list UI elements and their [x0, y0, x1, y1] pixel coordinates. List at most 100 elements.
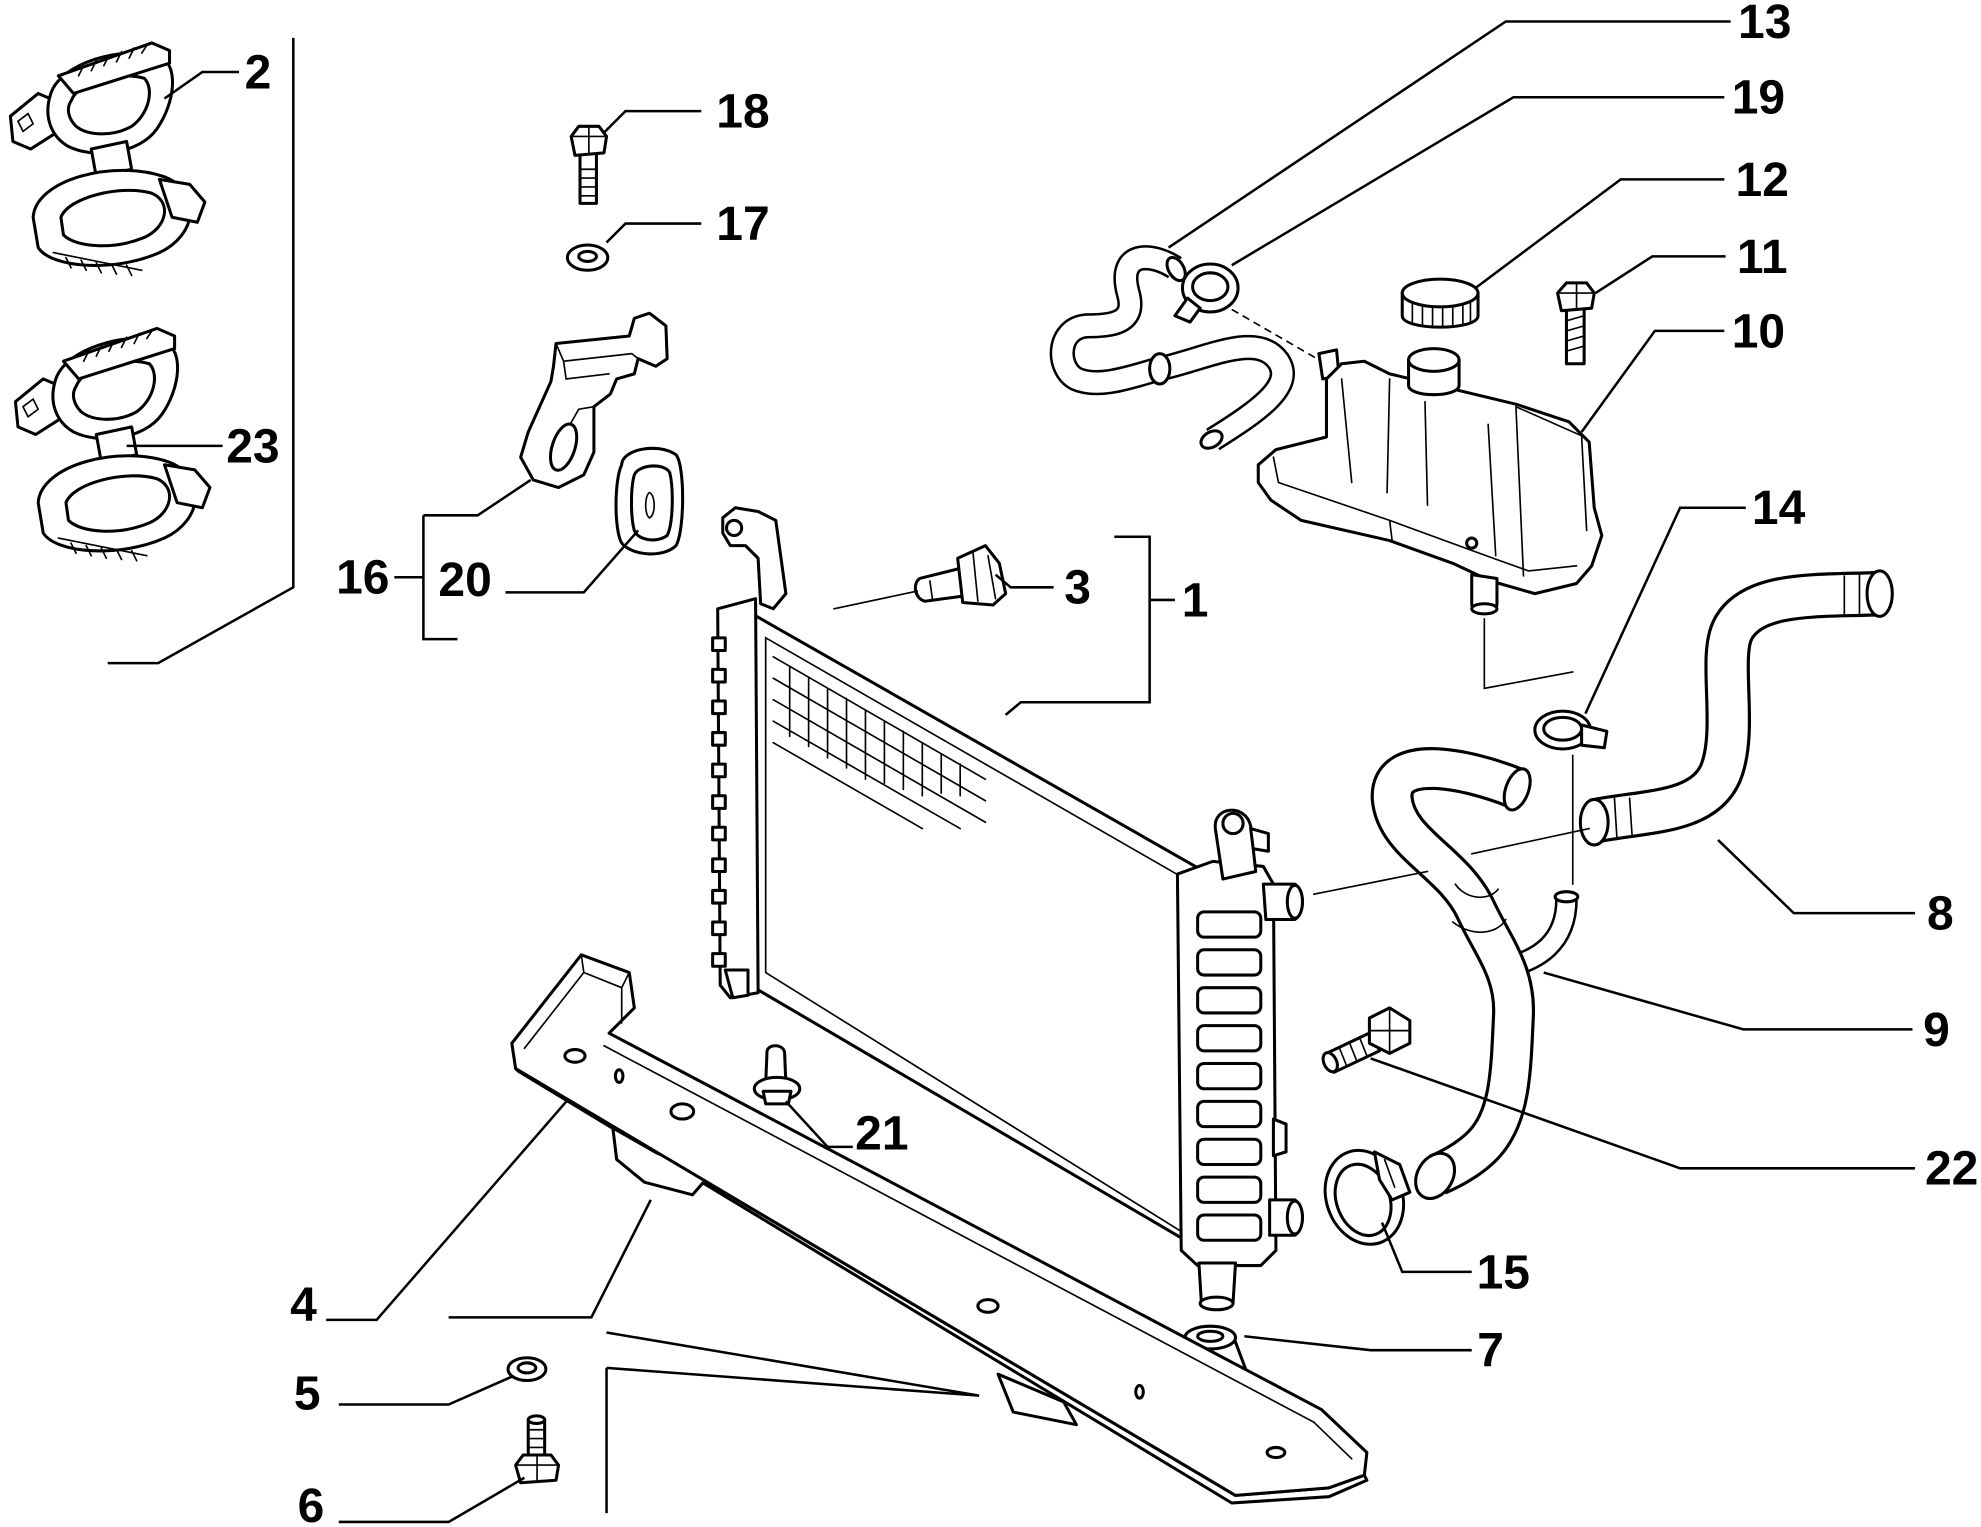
radiator-fin-grid [772, 655, 987, 830]
leader-11 [1594, 255, 1726, 295]
grommet-inner [629, 464, 674, 542]
bleeder-screw [913, 544, 1008, 607]
clip-lower-teeth [57, 537, 148, 562]
clamp-opening [1542, 715, 1584, 742]
callout-11: 11 [1737, 231, 1788, 284]
hose-clamp-middle [1533, 709, 1609, 751]
cap-ridges [1411, 302, 1472, 328]
tank-mount-hole [1465, 536, 1479, 550]
leader-18 [603, 109, 702, 134]
radiator-right-tank-ribs [1196, 910, 1263, 1242]
callout-23: 23 [226, 420, 279, 473]
hose-end-right [1865, 569, 1894, 618]
assembly-line [1483, 618, 1574, 690]
callout-15: 15 [1477, 1246, 1530, 1299]
hose-end-lower [1414, 1151, 1457, 1200]
bracket-slot [548, 422, 579, 472]
leader-14 [1584, 506, 1746, 715]
callout-13: 13 [1738, 0, 1791, 49]
callout-8: 8 [1927, 888, 1954, 941]
clip-teeth [82, 330, 153, 363]
callout-2: 2 [245, 46, 272, 99]
washer-upper [565, 243, 610, 272]
bleeder-body [956, 544, 1008, 607]
lower-crossmember [510, 953, 1369, 1505]
hose-fill [1052, 247, 1293, 449]
bleed-hose [1049, 245, 1295, 451]
lower-radiator-hose [1370, 747, 1580, 1200]
bolt-head-edge [514, 1454, 560, 1483]
callout-16: 16 [336, 552, 389, 605]
hose-clamp-upper [1173, 262, 1240, 324]
leader-22 [1370, 1057, 1916, 1170]
hose-fill [1373, 750, 1532, 1192]
crossmember-slot [1134, 1384, 1145, 1400]
leader-9 [1543, 971, 1913, 1031]
tank-rib [1196, 910, 1263, 939]
leader-10 [1580, 329, 1725, 433]
leader-16 [394, 478, 532, 641]
radiator-left-pin-hole [725, 518, 744, 538]
radiator-lower-outlet-end [1285, 1199, 1304, 1236]
washer-lower [506, 1356, 548, 1383]
tank-rib [1196, 1175, 1263, 1204]
hose-molded-joint [1451, 883, 1507, 934]
tank-rib [1196, 1099, 1263, 1129]
hose-branch-end [1553, 890, 1580, 904]
leader-20 [505, 529, 640, 594]
clip-teeth [77, 44, 148, 77]
bracket-bolt [569, 124, 609, 205]
crossmember-edges [523, 954, 1353, 1460]
cap-top [1400, 277, 1480, 309]
bolt-tip [526, 1414, 547, 1425]
clip-upper-band [56, 41, 172, 95]
crossmember-body [510, 953, 1369, 1497]
crossmember-bolt [514, 1414, 561, 1485]
bleeder-nozzle [913, 566, 965, 603]
radiator-left-foot [723, 968, 750, 1000]
radiator-bracket [519, 311, 669, 490]
callout-labels: 1 2 3 4 5 6 7 8 9 10 11 12 13 14 15 16 1… [226, 0, 1978, 1527]
clip-tab-detail [21, 397, 40, 419]
callout-14: 14 [1752, 482, 1806, 535]
radiator-bottom-pin-end [1198, 1295, 1235, 1312]
clip-tab-right [157, 177, 207, 224]
upper-radiator-hose [1578, 569, 1894, 847]
assembly-lines [833, 308, 1590, 896]
tank-rib [1196, 948, 1263, 977]
callout-6: 6 [298, 1480, 325, 1527]
expansion-tank-cap [1400, 277, 1480, 329]
leader-6 [338, 1476, 526, 1524]
leader-3 [994, 573, 1054, 589]
tank-screw [1556, 281, 1596, 366]
tank-rib [1196, 1137, 1263, 1167]
leader-1 [1004, 535, 1175, 716]
tank-outlet-end [1470, 602, 1499, 616]
tank-rib [1196, 1024, 1263, 1053]
callout-12: 12 [1736, 154, 1789, 207]
radiator [711, 506, 1304, 1312]
leader-5 [338, 1375, 513, 1406]
hose-end-left [1578, 797, 1610, 847]
callout-18: 18 [716, 86, 769, 139]
clip-upper-band [61, 326, 177, 381]
leader-8 [1717, 839, 1916, 915]
tank-rib [1196, 1213, 1263, 1242]
clip-lower-inner [59, 188, 166, 248]
group-frame-line [107, 37, 295, 665]
assembly-line [833, 590, 919, 610]
callout-22: 22 [1925, 1143, 1978, 1196]
radiator-side-lug [1271, 1117, 1288, 1158]
crossmember-hole [669, 1102, 696, 1121]
crossmember-hole [976, 1298, 1000, 1314]
assembly-line [1313, 870, 1429, 896]
clamp-tab [1372, 1150, 1412, 1202]
callout-3: 3 [1064, 562, 1091, 615]
hose-bracket-bolt [1321, 1006, 1412, 1074]
leader-15 [1380, 1222, 1472, 1274]
leader-2 [163, 70, 239, 100]
leader-7 [1244, 1335, 1472, 1352]
tank-body-edges [1272, 378, 1588, 577]
leader-13 [1167, 20, 1731, 249]
